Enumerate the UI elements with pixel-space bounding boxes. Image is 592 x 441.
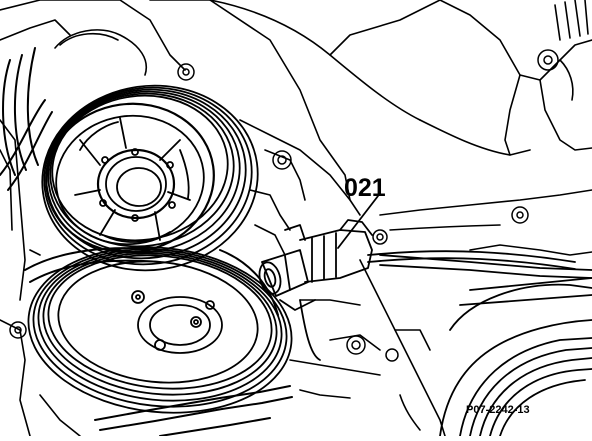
- callout-leader-line: [337, 195, 379, 249]
- part-callout-label: 021: [344, 174, 386, 202]
- lower-pulley: [27, 246, 293, 414]
- housing-bolts: [9, 49, 559, 362]
- sensor-assembly: [258, 219, 576, 361]
- figure-reference-number: P07-2242-13: [466, 404, 530, 416]
- upper-pulley: [41, 84, 259, 272]
- drive-belt: [0, 47, 293, 437]
